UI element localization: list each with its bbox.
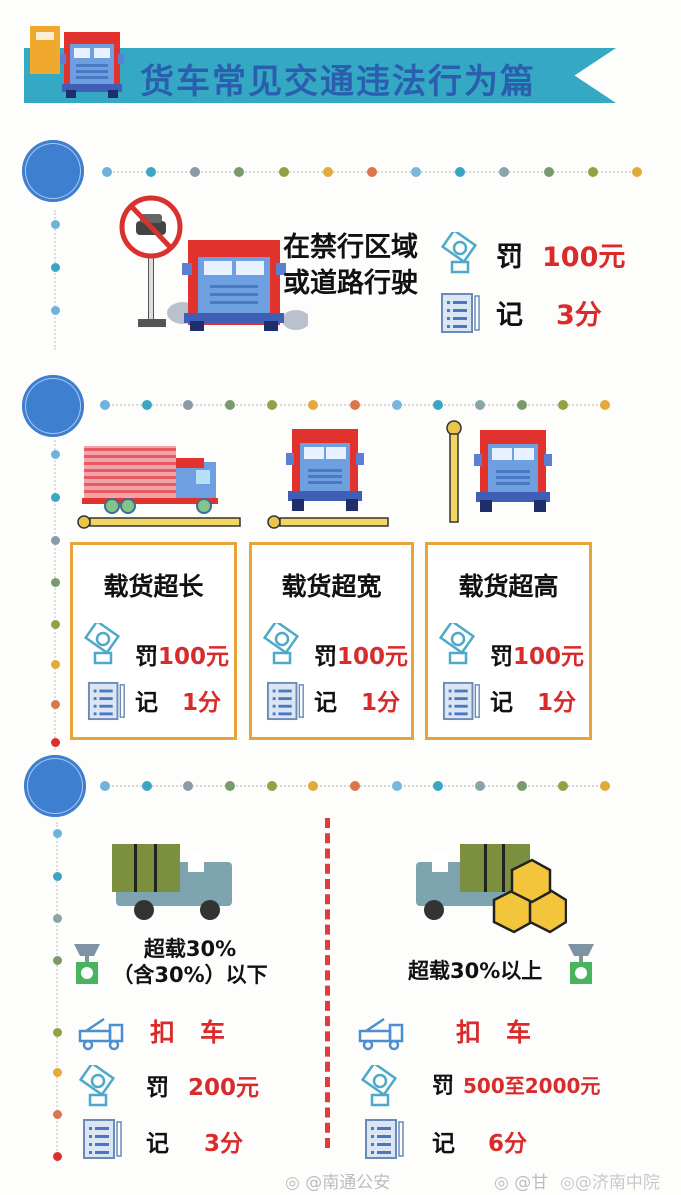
card-title: 载货超长: [103, 572, 204, 601]
dot-divider-2: [100, 398, 610, 412]
money-hand-icon: [360, 1065, 398, 1107]
fine-value: 100元: [513, 644, 585, 670]
points-label: 记: [135, 690, 158, 716]
points-label: 记: [146, 1131, 169, 1157]
points-label: 记: [490, 690, 513, 716]
no-entry-sign-and-truck-illustration: [119, 195, 308, 331]
fine-label: 罚: [135, 644, 158, 670]
points-label: 记: [496, 300, 523, 331]
timeline-line-2: [51, 440, 60, 750]
points-record-icon: [83, 1119, 122, 1159]
timeline-line-3: [53, 822, 62, 1162]
money-hand-icon: [440, 232, 478, 274]
fine-row: 罚100元: [135, 637, 229, 671]
points-value: 3分: [204, 1131, 244, 1157]
points-record-icon: [441, 293, 480, 333]
detain-vehicle-text: 扣 车: [456, 1018, 532, 1047]
condition-line2: （含30%）以下: [112, 963, 268, 987]
fine-label: 罚: [432, 1074, 455, 1099]
dashed-divider: [325, 818, 330, 1148]
fine-value: 100元: [158, 644, 230, 670]
dot-divider-3: [100, 779, 610, 793]
tow-truck-icon: [78, 1017, 124, 1051]
points-value: 3分: [556, 300, 602, 331]
scale-icon: [74, 944, 100, 984]
points-label: 记: [432, 1131, 455, 1157]
fine-label: 罚: [490, 644, 513, 670]
high-load-truck-illustration: [446, 420, 552, 523]
points-value: 1分: [361, 690, 401, 716]
condition-over-30: 超载30%以上: [408, 959, 543, 983]
violation-text-line1: 在禁行区域: [283, 232, 418, 263]
fine-row: 罚100元: [490, 637, 584, 671]
timeline-line-1: [51, 210, 60, 350]
card-title: 载货超高: [458, 572, 559, 601]
money-hand-icon: [438, 623, 476, 665]
section-marker-3: [24, 755, 86, 817]
card-over-height: 载货超高 罚100元 记 1分: [425, 542, 592, 740]
card-title: 载货超宽: [281, 572, 382, 601]
points-record-icon: [266, 681, 304, 721]
page-title: 货车常见交通违法行为篇: [140, 62, 536, 102]
wide-load-truck-illustration: [267, 429, 389, 529]
card-over-width: 载货超宽 罚100元 记 1分: [249, 542, 414, 740]
points-row: 记 1分: [490, 683, 576, 717]
fine-row: 罚100元: [314, 637, 408, 671]
points-value: 6分: [488, 1131, 528, 1157]
fine-label: 罚: [314, 644, 337, 670]
fine-value: 100元: [337, 644, 409, 670]
points-label: 记: [314, 690, 337, 716]
cargo-truck-illustration: [112, 844, 232, 920]
card-over-length: 载货超长 罚100元 记 1分: [70, 542, 237, 740]
condition-line1: 超载30%: [143, 937, 237, 961]
points-value: 1分: [537, 690, 577, 716]
watermark-1: ◎ @南通公安: [285, 1173, 391, 1193]
fine-value: 500至2000元: [463, 1074, 601, 1098]
scale-icon: [568, 944, 594, 984]
tow-truck-icon: [358, 1017, 404, 1051]
money-hand-icon: [78, 1065, 116, 1107]
points-value: 1分: [182, 690, 222, 716]
watermark-3: ◎@济南中院: [560, 1173, 660, 1193]
detain-vehicle-text: 扣 车: [150, 1018, 226, 1047]
section-marker-1: [22, 140, 84, 202]
truck-icon: [30, 26, 124, 98]
money-hand-icon: [262, 623, 300, 665]
dot-divider-1: [102, 165, 642, 179]
points-row: 记 1分: [314, 683, 400, 717]
points-record-icon: [87, 681, 125, 721]
section-marker-2: [22, 375, 84, 437]
money-hand-icon: [83, 623, 121, 665]
points-record-icon: [442, 681, 480, 721]
fine-label: 罚: [146, 1075, 169, 1101]
fine-label: 罚: [496, 242, 523, 273]
fine-value: 100元: [542, 242, 626, 273]
watermark-2: ◎ @甘: [494, 1173, 549, 1193]
long-load-truck-illustration: [77, 446, 241, 529]
points-record-icon: [365, 1119, 404, 1159]
points-row: 记 1分: [135, 683, 221, 717]
violation-text-line2: 或道路行驶: [283, 268, 418, 299]
condition-under-30: 超载30% （含30%）以下: [80, 936, 300, 988]
fine-value: 200元: [188, 1075, 260, 1101]
overloaded-truck-illustration: [416, 844, 567, 934]
